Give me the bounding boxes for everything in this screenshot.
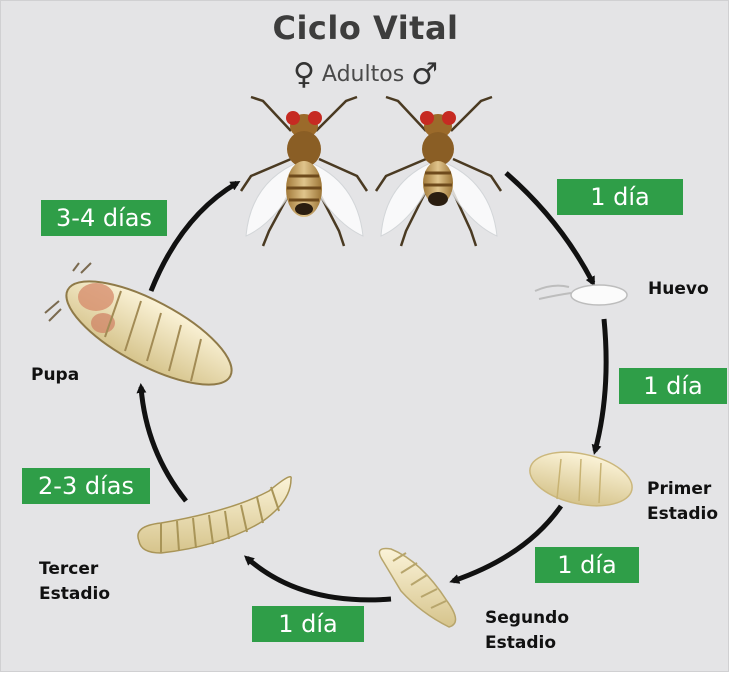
adults-label: Adultos xyxy=(321,62,405,87)
arrow-egg-to-first xyxy=(591,318,609,455)
arrow-adult-to-egg xyxy=(504,171,596,287)
third-instar-illustration xyxy=(137,476,292,554)
stage-label-first-line1: Primer xyxy=(647,479,712,499)
stage-label-third-line2: Estadio xyxy=(39,584,111,604)
arrow-third-to-pupa xyxy=(136,383,188,503)
subtitle-adults: ♀ Adultos ♂ xyxy=(1,57,729,92)
duration-badge-second-to-third: 1 día xyxy=(252,606,364,642)
stage-label-pupa: Pupa xyxy=(31,365,80,385)
stage-label-second-line1: Segundo xyxy=(485,608,569,628)
stage-label-egg: Huevo xyxy=(648,279,709,299)
stage-label-second-instar: Segundo Estadio xyxy=(485,606,569,656)
stage-label-second-line2: Estadio xyxy=(485,633,557,653)
male-symbol-icon: ♂ xyxy=(411,57,439,92)
duration-badge-first-to-second: 1 día xyxy=(535,547,639,583)
male-fly-illustration xyxy=(374,95,503,247)
female-symbol-icon: ♀ xyxy=(292,57,315,92)
duration-badge-egg-to-first: 1 día xyxy=(619,368,727,404)
diagram-title: Ciclo Vital xyxy=(272,9,459,47)
duration-badge-pupa-to-adult: 3-4 días xyxy=(41,200,167,236)
first-instar-illustration xyxy=(529,451,633,507)
duration-badge-third-to-pupa: 2-3 días xyxy=(22,468,150,504)
stage-label-third-line1: Tercer xyxy=(39,559,99,579)
stage-label-first-instar: Primer Estadio xyxy=(647,477,718,527)
female-fly-illustration xyxy=(239,95,369,247)
egg-illustration xyxy=(534,284,628,306)
duration-badge-adult-to-egg: 1 día xyxy=(557,179,683,215)
second-instar-illustration xyxy=(378,547,457,628)
pupa-illustration xyxy=(44,262,233,386)
arrow-second-to-third xyxy=(244,555,392,603)
stage-label-first-line2: Estadio xyxy=(647,504,719,524)
arrow-first-to-second xyxy=(449,504,564,584)
arrow-pupa-to-adult xyxy=(148,180,241,292)
stage-label-third-instar: Tercer Estadio xyxy=(39,557,110,607)
